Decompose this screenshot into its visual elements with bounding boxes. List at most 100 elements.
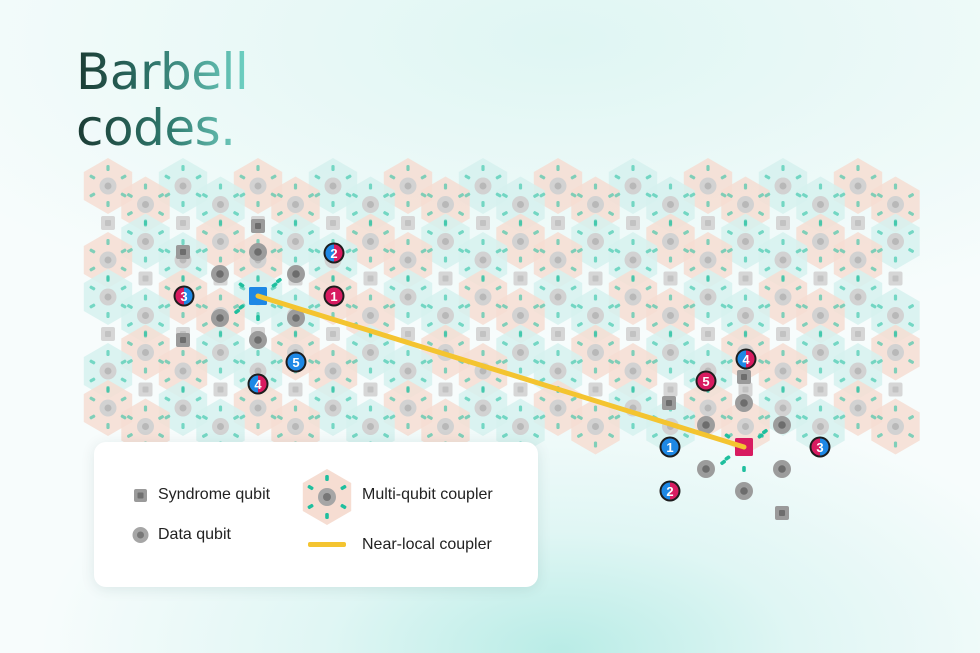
coupler-tick: [89, 414, 96, 420]
coupler-tick: [345, 285, 352, 291]
coupler-tick: [383, 248, 389, 253]
coupler-tick: [195, 414, 202, 420]
coupler-tick: [577, 230, 583, 235]
coupler-tick: [758, 359, 764, 364]
coupler-tick: [120, 359, 127, 365]
coupler-tick: [277, 304, 283, 309]
coupler-tick: [308, 304, 314, 309]
data-qubit-core: [704, 182, 712, 190]
coupler-tick: [239, 285, 246, 291]
coupler-tick: [383, 359, 389, 364]
data-qubit-core: [742, 238, 749, 245]
data-qubit-core: [292, 238, 299, 245]
coupler-tick: [158, 341, 164, 346]
coupler-tick: [502, 433, 508, 438]
syndrome-qubit-core: [180, 220, 186, 226]
coupler-tick: [314, 285, 321, 291]
coupler-tick: [495, 266, 502, 272]
coupler-tick: [764, 396, 771, 402]
coupler-tick: [495, 396, 502, 402]
data-qubit-core: [817, 312, 824, 319]
coupler-tick: [308, 341, 314, 346]
badge-fill: [661, 438, 679, 456]
coupler-tick: [234, 308, 240, 315]
coupler-tick: [802, 230, 808, 235]
coupler-tick: [539, 174, 546, 180]
syndrome-qubit-core: [405, 220, 411, 226]
coupler-tick: [481, 423, 485, 429]
coupler-tick: [427, 304, 433, 309]
coupler-tick: [106, 423, 110, 429]
coupler-tick: [383, 322, 389, 327]
page-title: Barbell codes.: [76, 44, 249, 156]
coupler-tick: [870, 192, 877, 198]
coupler-tick: [314, 174, 321, 180]
data-qubit-core: [817, 201, 824, 208]
data-qubit-core: [702, 421, 710, 429]
coupler-tick: [743, 183, 748, 190]
data-qubit-core: [667, 312, 674, 319]
coupler-tick: [271, 282, 278, 288]
coupler-tick: [689, 266, 696, 272]
coupler-tick: [908, 304, 914, 309]
coupler-tick: [164, 414, 171, 420]
data-qubit-core: [254, 367, 262, 375]
coupler-tick: [668, 183, 673, 190]
badge-b-3: 3: [809, 436, 831, 458]
coupler-tick: [106, 387, 110, 393]
coupler-tick: [833, 211, 839, 216]
coupler-tick: [877, 230, 883, 235]
badge-half: [670, 482, 679, 500]
coupler-tick: [307, 503, 314, 510]
coupler-tick: [239, 396, 246, 402]
coupler-tick: [495, 377, 502, 383]
syndrome-qubit-core: [667, 386, 674, 393]
data-qubit-core: [142, 349, 149, 356]
syndrome-qubit-core: [892, 386, 899, 393]
coupler-tick: [127, 211, 133, 216]
data-qubit-core: [704, 256, 712, 264]
syndrome-qubit-core: [592, 275, 599, 282]
coupler-tick: [256, 201, 260, 207]
legend-panel: Syndrome qubit Data qubit Multi-qubit co…: [94, 442, 538, 587]
coupler-tick: [802, 433, 808, 438]
coupler-tick: [877, 359, 883, 364]
coupler-tick: [764, 248, 771, 254]
data-qubit-core: [629, 182, 637, 190]
coupler-tick: [743, 331, 748, 338]
coupler-tick: [724, 455, 731, 461]
coupler-tick: [839, 174, 846, 180]
badge-half: [184, 287, 193, 305]
coupler-tick: [502, 211, 508, 216]
data-qubit-core: [740, 487, 748, 495]
coupler-tick: [218, 405, 223, 412]
coupler-tick: [802, 211, 808, 216]
coupler-tick: [427, 193, 433, 198]
coupler-tick: [533, 211, 539, 216]
coupler-tick: [645, 192, 652, 198]
coupler-tick: [158, 304, 164, 309]
coupler-tick: [570, 359, 577, 365]
coupler-tick: [195, 248, 202, 254]
coupler-tick: [764, 266, 771, 272]
coupler-tick: [570, 174, 577, 180]
coupler-tick: [308, 211, 314, 216]
coupler-tick: [314, 303, 321, 309]
coupler-tick: [870, 359, 877, 365]
coupler-tick: [277, 433, 283, 438]
data-qubit-core: [292, 423, 299, 430]
coupler-tick: [795, 266, 802, 272]
coupler-tick: [158, 415, 164, 420]
coupler-tick: [314, 266, 321, 272]
syndrome-qubit-core: [705, 220, 711, 226]
coupler-tick: [106, 239, 110, 245]
coupler-tick: [870, 285, 877, 291]
data-qubit-core: [704, 293, 712, 301]
coupler-tick: [143, 220, 148, 227]
badge-half: [811, 438, 820, 456]
coupler-tick: [420, 266, 427, 272]
badge-b-4: 4: [735, 348, 757, 370]
badge-number: 5: [702, 374, 709, 389]
coupler-tick: [406, 387, 410, 393]
coupler-tick: [256, 423, 260, 429]
